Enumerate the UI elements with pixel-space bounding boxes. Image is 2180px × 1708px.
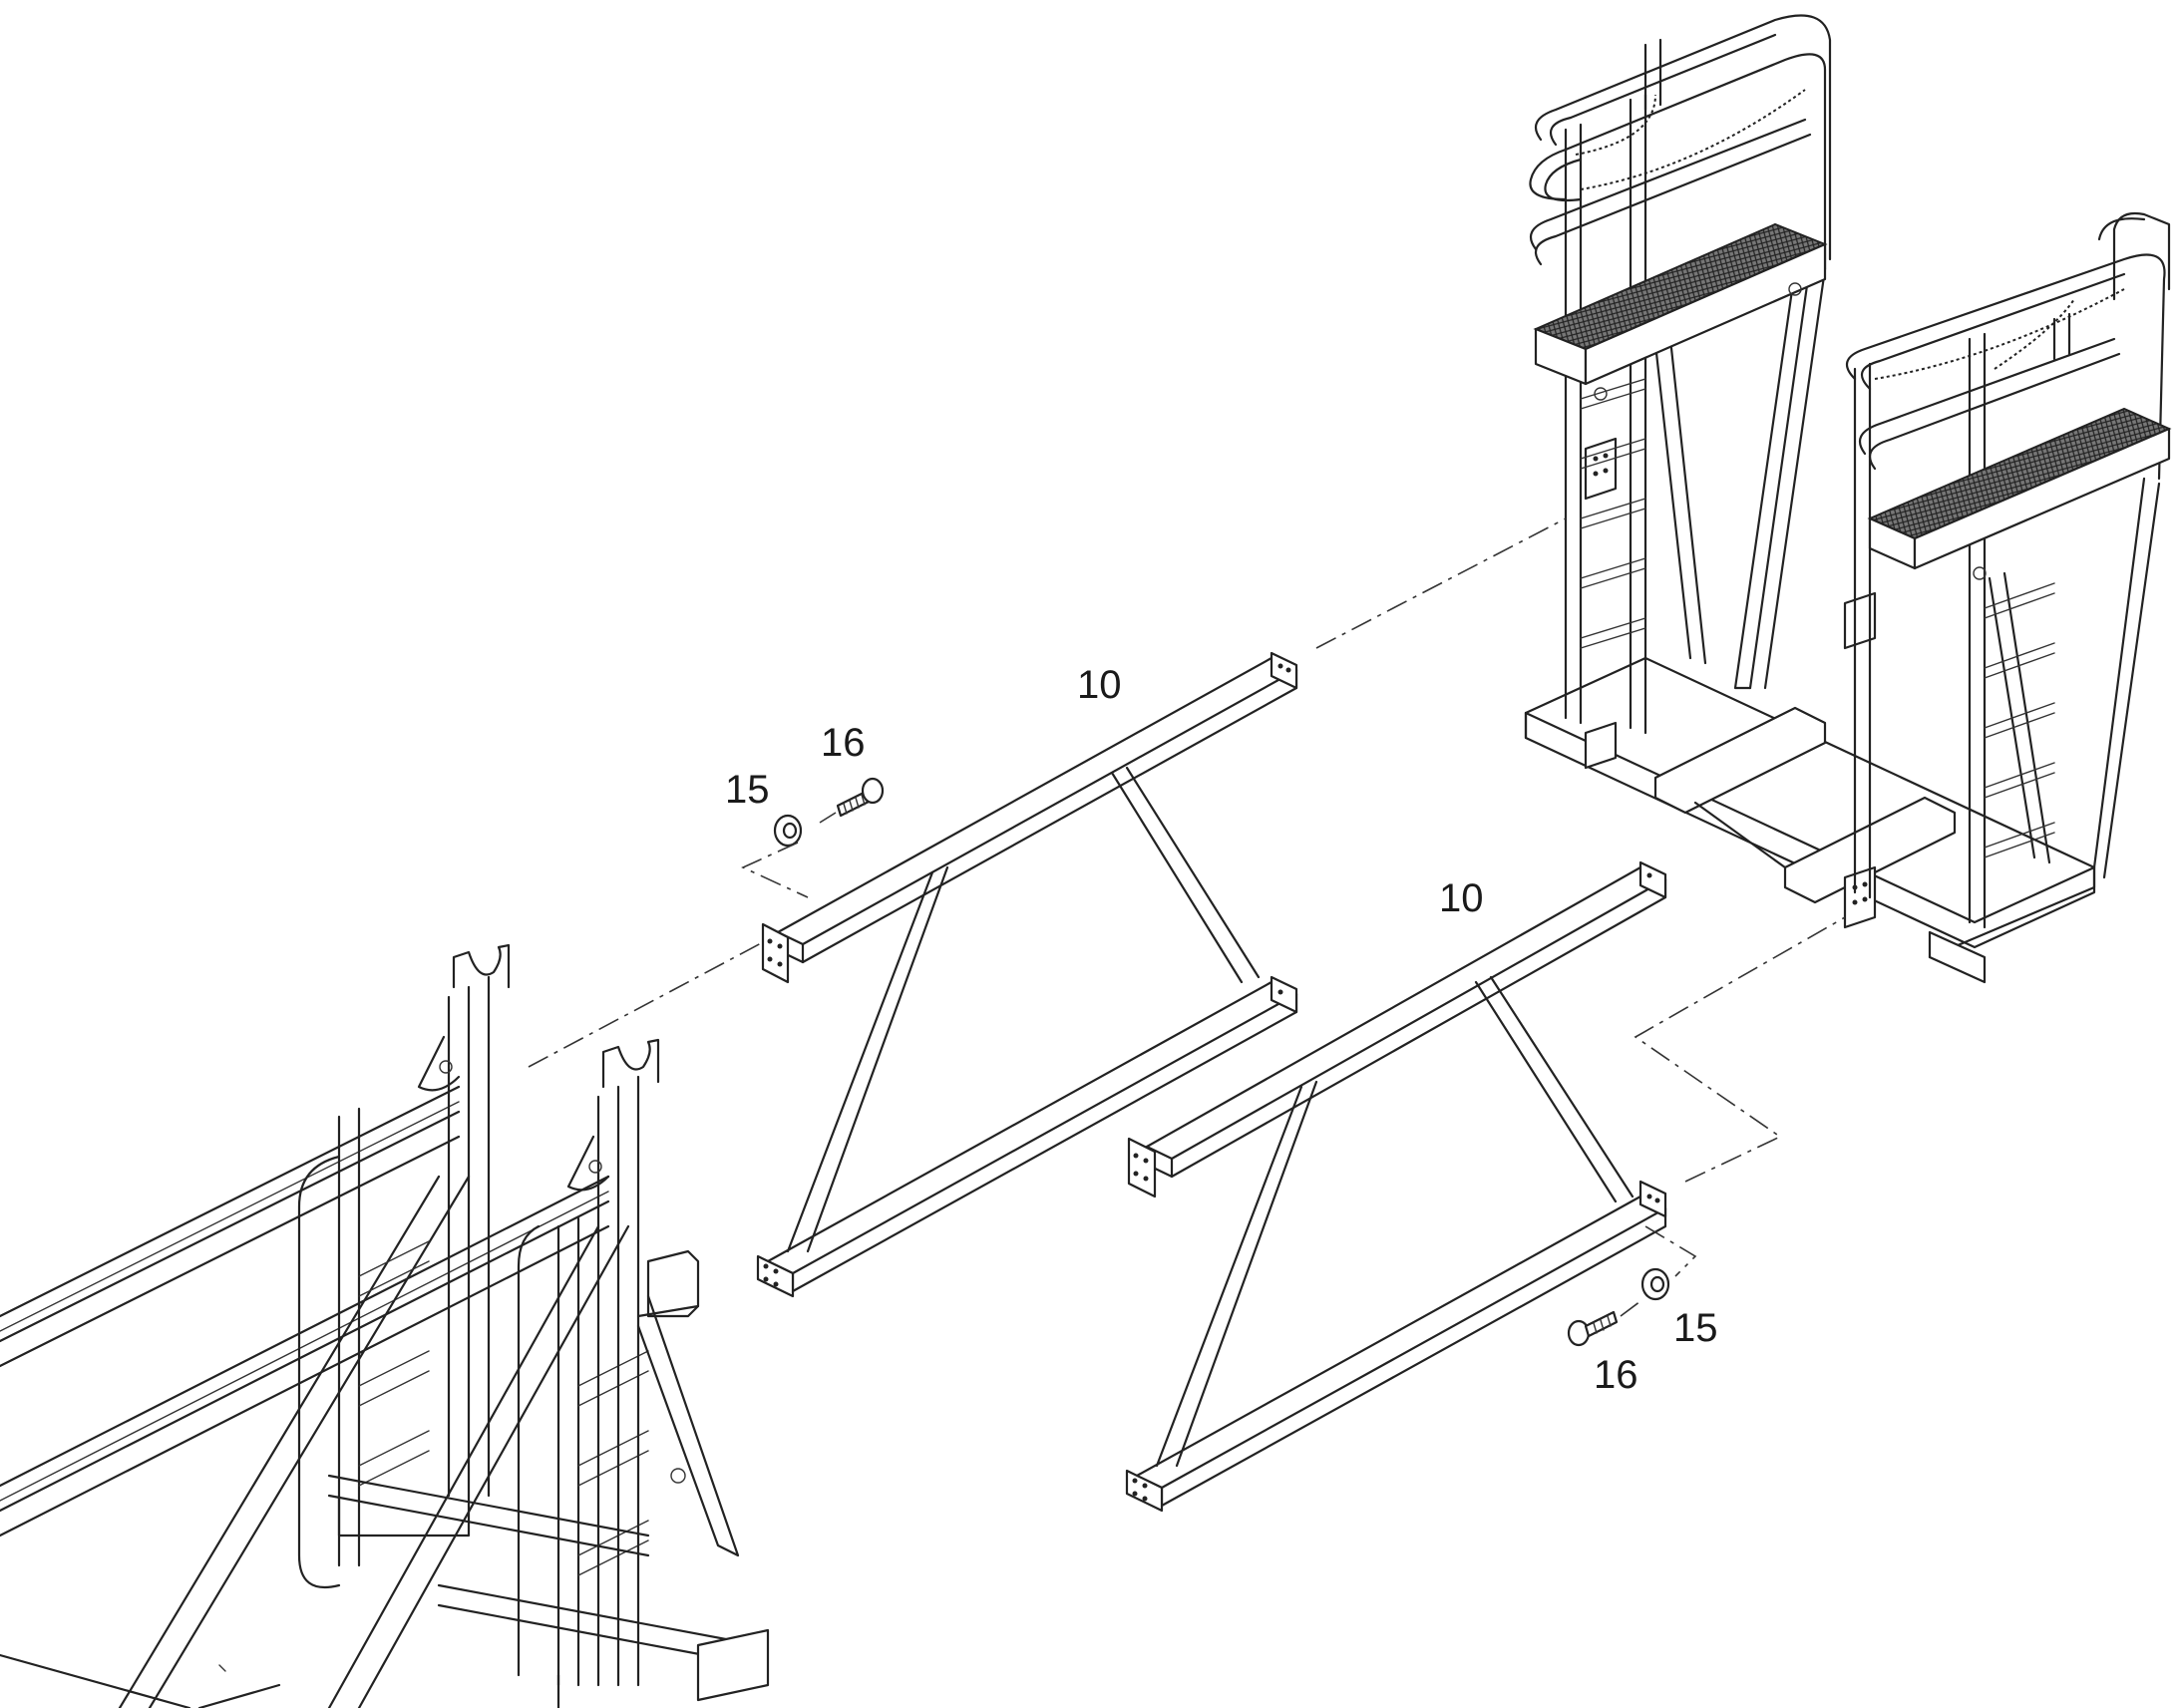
beam-assembly-lower — [1125, 860, 1667, 1513]
callout-washer-right: 15 — [1673, 1306, 1718, 1350]
left-frame-structure — [0, 943, 770, 1708]
washer-right — [1640, 1267, 1670, 1301]
callout-beam-upper: 10 — [1077, 663, 1122, 707]
callout-bolt-right: 16 — [1594, 1353, 1638, 1397]
bolt-left — [836, 777, 885, 818]
assembly-center-lines — [528, 517, 1846, 1317]
bolt-right — [1567, 1310, 1619, 1347]
beam-assembly-upper — [756, 651, 1298, 1298]
washer-left — [773, 814, 803, 848]
callout-beam-lower: 10 — [1439, 876, 1484, 920]
callout-bolt-left: 16 — [821, 721, 866, 765]
callout-washer-left: 15 — [725, 768, 770, 812]
right-platform-structure — [1524, 14, 2172, 984]
mounting-plate-top — [1584, 437, 1618, 501]
mounting-plate-bottom — [1843, 865, 1877, 929]
